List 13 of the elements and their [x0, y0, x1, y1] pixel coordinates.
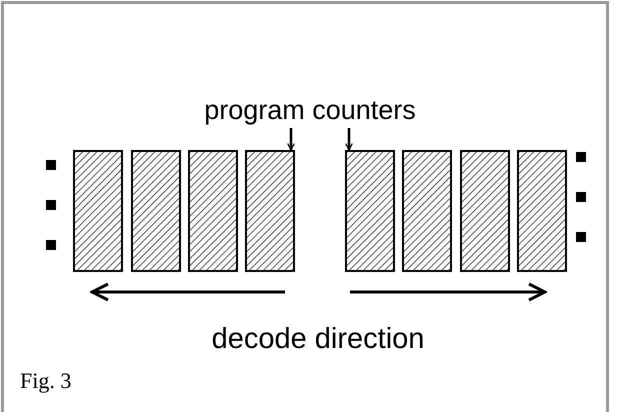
hatched-bar: [73, 150, 123, 272]
hatched-bar: [345, 150, 395, 272]
hatched-bar: [188, 150, 238, 272]
arrow: [345, 128, 353, 151]
hatched-bar: [402, 150, 452, 272]
figure-caption: Fig. 3: [20, 370, 72, 392]
text-label: decode direction: [212, 325, 424, 354]
hatched-bar: [131, 150, 181, 272]
hatched-bar: [517, 150, 567, 272]
arrow: [287, 128, 295, 151]
node-label: program counters: [204, 96, 416, 124]
hatched-bar: [245, 150, 295, 272]
hatched-bar: [460, 150, 510, 272]
